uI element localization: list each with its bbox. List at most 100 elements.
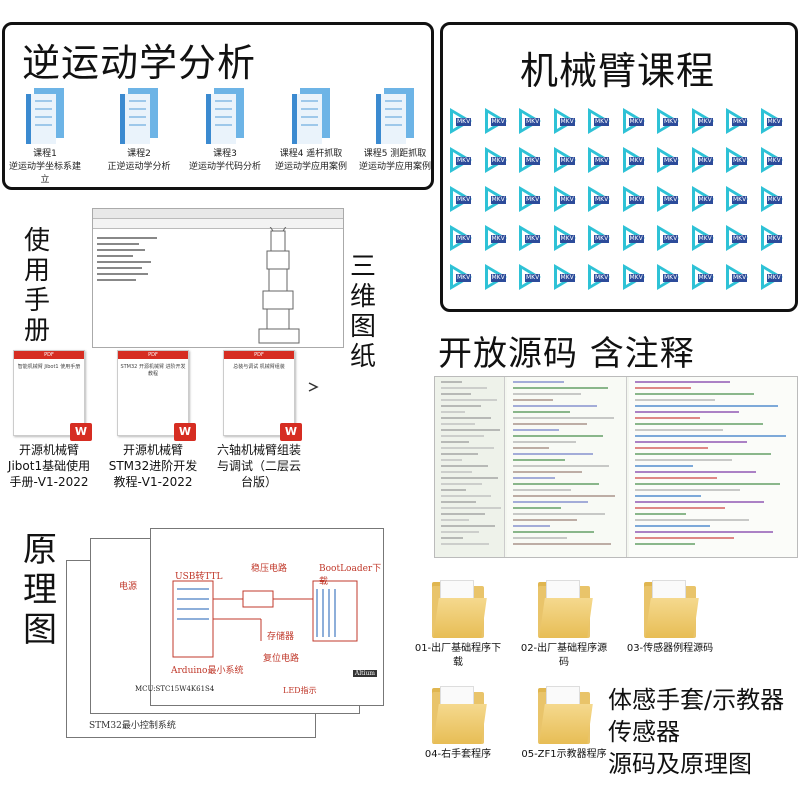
- mkv-video-icon[interactable]: MKV: [584, 108, 614, 146]
- mkv-video-icon[interactable]: MKV: [550, 225, 580, 263]
- sensor-glove-caption: 体感手套/示教器 传感器 源码及原理图: [608, 686, 785, 778]
- folder-icon: [538, 580, 593, 638]
- mkv-video-icon[interactable]: MKV: [584, 225, 614, 263]
- pdf-title-line: STM32进阶开发: [108, 459, 198, 473]
- mkv-video-icon[interactable]: MKV: [446, 264, 476, 302]
- mkv-video-icon[interactable]: MKV: [515, 225, 545, 263]
- schematic-label-usb: USB转TTL: [175, 572, 223, 582]
- lesson-doc-2[interactable]: 课程2 正逆运动学分析: [100, 88, 178, 174]
- mkv-video-icon[interactable]: MKV: [515, 147, 545, 185]
- pdf-title-line: Jibot1基础使用: [7, 459, 91, 473]
- code-line: [513, 483, 599, 485]
- pdf-title-line: 开源机械臂: [122, 443, 183, 457]
- code-line: [635, 465, 693, 467]
- code-line: [441, 393, 472, 395]
- mkv-video-icon[interactable]: MKV: [619, 108, 649, 146]
- mkv-video-icon[interactable]: MKV: [688, 147, 718, 185]
- lesson-doc-3[interactable]: 课程3 逆运动学代码分析: [186, 88, 264, 174]
- folder-label: 05-ZF1示教器程序: [521, 749, 607, 760]
- mkv-video-icon[interactable]: MKV: [757, 264, 787, 302]
- mkv-video-icon[interactable]: MKV: [722, 225, 752, 263]
- folder-04[interactable]: 04-右手套程序: [412, 686, 504, 762]
- mkv-video-icon[interactable]: MKV: [619, 225, 649, 263]
- mkv-video-icon[interactable]: MKV: [584, 264, 614, 302]
- mkv-video-icon[interactable]: MKV: [688, 186, 718, 224]
- code-line: [635, 405, 778, 407]
- mkv-video-icon[interactable]: MKV: [550, 264, 580, 302]
- mkv-video-icon[interactable]: MKV: [515, 264, 545, 302]
- lesson-desc: 正逆运动学分析: [107, 162, 171, 172]
- mkv-video-icon[interactable]: MKV: [757, 147, 787, 185]
- lesson-doc-5[interactable]: 课程5 测距抓取 逆运动学应用案例: [356, 88, 434, 174]
- mkv-video-icon[interactable]: MKV: [481, 264, 511, 302]
- mkv-video-icon[interactable]: MKV: [653, 264, 683, 302]
- lesson-doc-1[interactable]: 课程1 逆运动学坐标系建立: [6, 88, 84, 187]
- mkv-video-icon[interactable]: MKV: [515, 186, 545, 224]
- folder-01[interactable]: 01-出厂基础程序下载: [412, 580, 504, 670]
- folder-05[interactable]: 05-ZF1示教器程序: [518, 686, 610, 762]
- folder-label: 02-出厂基础程序源码: [520, 643, 608, 668]
- mkv-video-icon[interactable]: MKV: [653, 225, 683, 263]
- mkv-video-icon[interactable]: MKV: [550, 147, 580, 185]
- mkv-video-icon[interactable]: MKV: [446, 186, 476, 224]
- mkv-video-icon[interactable]: MKV: [722, 147, 752, 185]
- mkv-video-icon[interactable]: MKV: [584, 147, 614, 185]
- code-line: [513, 411, 571, 413]
- code-line: [635, 393, 754, 395]
- pdf-title-line: 教程-V1-2022: [113, 475, 193, 489]
- mkv-video-icon[interactable]: MKV: [722, 186, 752, 224]
- code-line: [513, 417, 615, 419]
- mkv-video-icon[interactable]: MKV: [653, 108, 683, 146]
- code-line: [635, 501, 765, 503]
- pdf-manual-2[interactable]: PDF STM32 开源机械臂 进阶开发教程 W 开源机械臂 STM32进阶开发…: [108, 350, 198, 490]
- mkv-video-icon[interactable]: MKV: [550, 186, 580, 224]
- mkv-video-icon[interactable]: MKV: [757, 108, 787, 146]
- mkv-video-icon[interactable]: MKV: [688, 225, 718, 263]
- code-line: [513, 381, 565, 383]
- lesson-number: 课程2: [127, 149, 151, 159]
- code-line: [441, 495, 492, 497]
- mkv-video-icon[interactable]: MKV: [481, 186, 511, 224]
- mkv-video-icon[interactable]: MKV: [584, 186, 614, 224]
- mkv-video-icon[interactable]: MKV: [619, 186, 649, 224]
- mkv-video-icon[interactable]: MKV: [722, 264, 752, 302]
- mkv-video-icon[interactable]: MKV: [446, 147, 476, 185]
- mkv-video-icon[interactable]: MKV: [688, 264, 718, 302]
- altium-logo: Altium: [352, 670, 377, 677]
- chevron-right-icon: [308, 382, 319, 392]
- lesson-doc-4[interactable]: 课程4 遥杆抓取 逆运动学应用案例: [272, 88, 350, 174]
- code-line: [441, 417, 491, 419]
- folder-02[interactable]: 02-出厂基础程序源码: [518, 580, 610, 670]
- mkv-video-icon[interactable]: MKV: [550, 108, 580, 146]
- mkv-video-icon[interactable]: MKV: [481, 147, 511, 185]
- folder-03[interactable]: 03-传感器例程源码: [624, 580, 716, 656]
- mkv-video-icon[interactable]: MKV: [653, 186, 683, 224]
- mkv-video-icon[interactable]: MKV: [446, 108, 476, 146]
- pdf-icon: PDF 智能机械臂 Jibot1 使用手册 W: [13, 350, 92, 441]
- mkv-video-icon[interactable]: MKV: [653, 147, 683, 185]
- code-line: [635, 489, 741, 491]
- mkv-video-icon[interactable]: MKV: [619, 147, 649, 185]
- wps-icon: W: [280, 423, 302, 441]
- mkv-video-icon[interactable]: MKV: [481, 108, 511, 146]
- pdf-manual-1[interactable]: PDF 智能机械臂 Jibot1 使用手册 W 开源机械臂 Jibot1基础使用…: [4, 350, 94, 490]
- manual-label: 使 用 手 册: [23, 226, 50, 346]
- schematic-label-supply: 电源: [119, 582, 138, 592]
- mkv-video-icon[interactable]: MKV: [619, 264, 649, 302]
- code-line: [635, 417, 700, 419]
- code-line: [441, 483, 482, 485]
- schematic-label-reset: 复位电路: [263, 654, 300, 664]
- mkv-video-icon[interactable]: MKV: [515, 108, 545, 146]
- mkv-video-icon[interactable]: MKV: [722, 108, 752, 146]
- mkv-video-icon[interactable]: MKV: [688, 108, 718, 146]
- code-line: [635, 447, 709, 449]
- document-icon: [206, 88, 244, 144]
- pdf-title-line: 六轴机械臂组装: [216, 443, 301, 457]
- pdf-manual-3[interactable]: PDF 总装与调试 机械臂组装 W 六轴机械臂组装 与调试（二层云 台版）: [214, 350, 304, 490]
- mkv-video-icon[interactable]: MKV: [757, 186, 787, 224]
- mkv-video-icon[interactable]: MKV: [757, 225, 787, 263]
- code-line: [513, 525, 550, 527]
- mkv-video-icon[interactable]: MKV: [481, 225, 511, 263]
- mkv-video-icon[interactable]: MKV: [446, 225, 476, 263]
